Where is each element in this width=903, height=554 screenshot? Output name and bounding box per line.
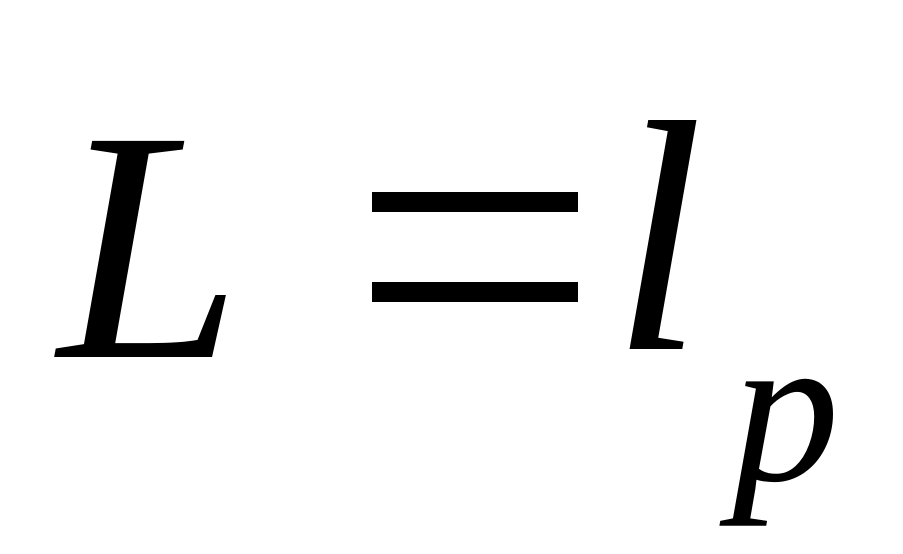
equals-bar-top xyxy=(372,192,578,212)
subscript-p: p xyxy=(732,288,840,527)
variable-l: l xyxy=(612,56,704,421)
equals-sign xyxy=(372,192,578,302)
variable-L: L xyxy=(58,64,242,429)
equals-bar-bottom xyxy=(372,282,578,302)
